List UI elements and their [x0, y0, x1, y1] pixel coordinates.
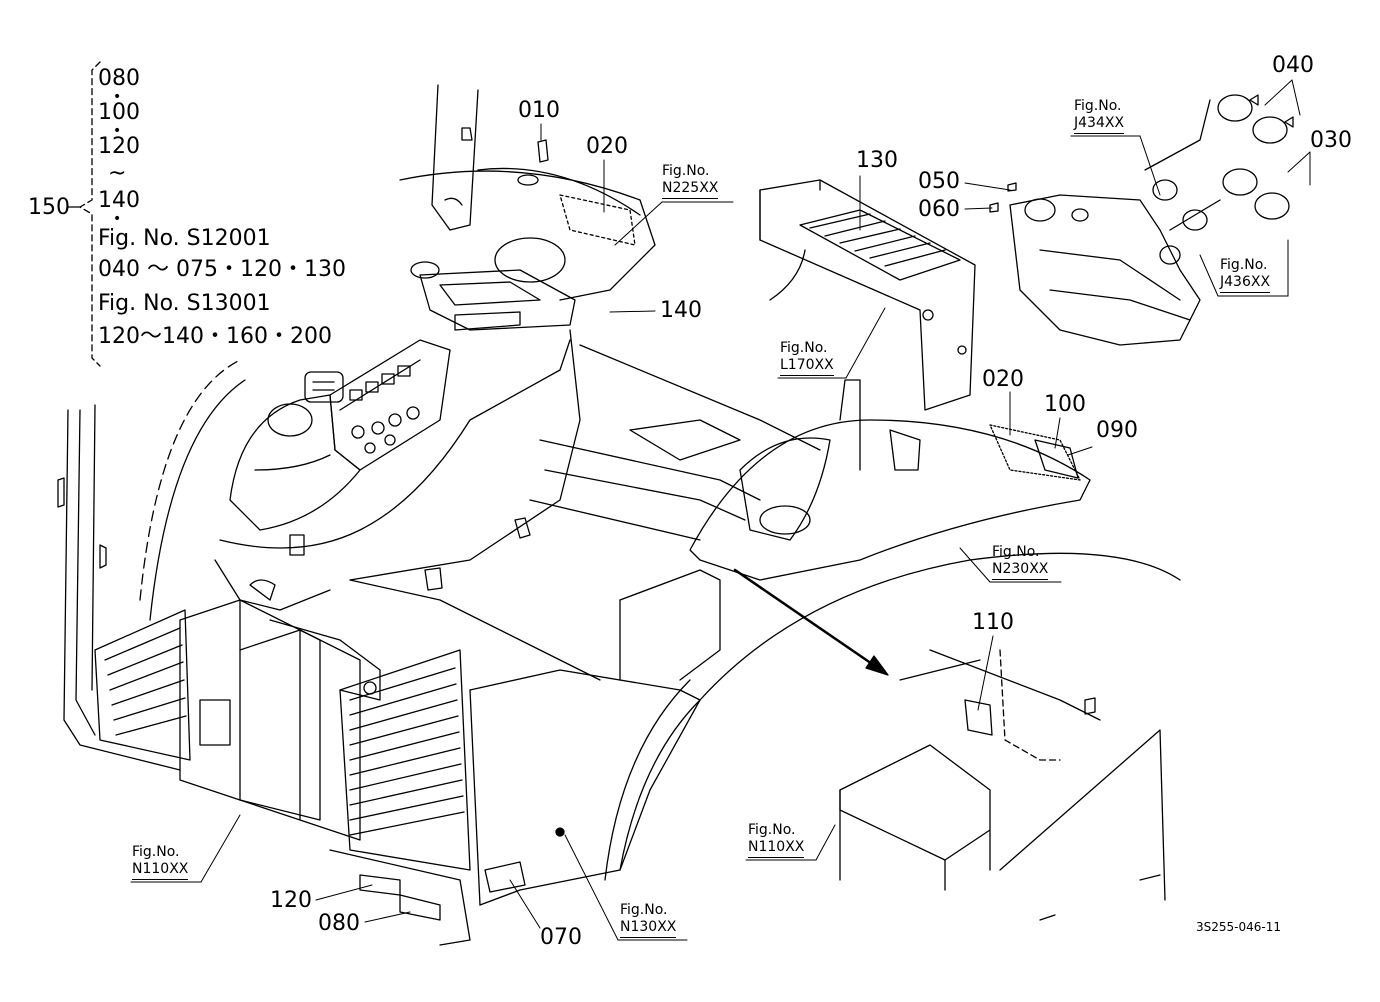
callout-030: 030: [1310, 128, 1352, 153]
legend-fig-1-parts: 040 ～ 075・120・130: [98, 257, 346, 282]
callout-060: 060: [918, 197, 960, 222]
figref-n130[interactable]: Fig.No. N130XX: [620, 902, 677, 938]
figref-j434-number: J434XX: [1074, 115, 1125, 134]
callout-080: 080: [318, 911, 360, 936]
figref-l170[interactable]: Fig.No. L170XX: [780, 340, 834, 376]
callout-020-top: 020: [586, 134, 628, 159]
figref-j436[interactable]: Fig.No. J436XX: [1220, 257, 1271, 293]
detail-view: [839, 649, 1166, 921]
figref-n130-prefix: Fig.No.: [620, 902, 668, 918]
left-step-grille: [94, 609, 191, 761]
drawing-code: 3S255-046-11: [1196, 920, 1281, 934]
figref-n230-number: N230XX: [992, 561, 1049, 580]
legend-dot-2: •: [113, 123, 122, 139]
right-fender: [604, 379, 1181, 881]
front-grille: [329, 649, 471, 946]
figref-n225[interactable]: Fig.No. N225XX: [662, 163, 719, 199]
figref-n110-right[interactable]: Fig.No. N110XX: [748, 822, 805, 858]
legend-entry-120: 120: [98, 134, 140, 159]
figref-n130-number: N130XX: [620, 919, 677, 938]
callout-110: 110: [972, 610, 1014, 635]
figref-j436-number: J436XX: [1220, 274, 1271, 293]
callout-010: 010: [518, 98, 560, 123]
figref-j436-prefix: Fig.No.: [1220, 257, 1268, 273]
cab-frame-left: [57, 359, 246, 771]
callout-120: 120: [270, 888, 312, 913]
figref-j434-prefix: Fig.No.: [1074, 98, 1122, 114]
steering-column: [431, 84, 479, 231]
control-panel: [304, 339, 451, 471]
legend-entry-100: 100: [98, 100, 140, 125]
legend-fig-2-parts: 120～140・160・200: [98, 324, 332, 349]
figref-n110-left[interactable]: Fig.No. N110XX: [132, 844, 189, 880]
figref-n110-left-prefix: Fig.No.: [132, 844, 180, 860]
figref-j434[interactable]: Fig.No. J434XX: [1074, 98, 1125, 134]
callout-020-right: 020: [982, 367, 1024, 392]
figref-n110-right-prefix: Fig.No.: [748, 822, 796, 838]
callout-140: 140: [660, 298, 702, 323]
valve-assembly: [989, 94, 1294, 346]
figref-n230-prefix: Fig.No.: [992, 544, 1040, 560]
figref-n110-right-number: N110XX: [748, 839, 805, 858]
callout-100: 100: [1044, 392, 1086, 417]
left-bracket-assembly: [179, 599, 381, 841]
figref-l170-number: L170XX: [780, 357, 834, 376]
figref-n230[interactable]: Fig.No. N230XX: [992, 544, 1049, 580]
legend-fig-2: Fig. No. S13001: [98, 291, 271, 316]
figref-l170-prefix: Fig.No.: [780, 340, 828, 356]
callout-050: 050: [918, 169, 960, 194]
callout-090: 090: [1096, 418, 1138, 443]
detail-arrow: [733, 568, 889, 676]
legend-bracket: [67, 61, 101, 367]
dashboard-console: [399, 139, 656, 331]
callout-130: 130: [856, 148, 898, 173]
figref-n225-prefix: Fig.No.: [662, 163, 710, 179]
seat-console-body: [214, 329, 581, 611]
floor-plate: [349, 344, 821, 681]
figref-n225-number: N225XX: [662, 180, 719, 199]
legend-dot-3: •: [113, 211, 122, 227]
leader-lines: [130, 79, 1311, 941]
figref-n110-left-number: N110XX: [132, 861, 189, 880]
legend-entry-080: 080: [98, 66, 140, 91]
legend-fig-1: Fig. No. S12001: [98, 226, 271, 251]
legend-dot-1: •: [113, 89, 122, 105]
front-lower-panel: [469, 669, 701, 906]
legend-entry-140: 140: [98, 188, 140, 213]
legend-main-number: 150: [28, 195, 70, 220]
callout-070: 070: [540, 925, 582, 950]
callout-040: 040: [1272, 53, 1314, 78]
legend-entry-tilde: ~: [108, 161, 127, 186]
